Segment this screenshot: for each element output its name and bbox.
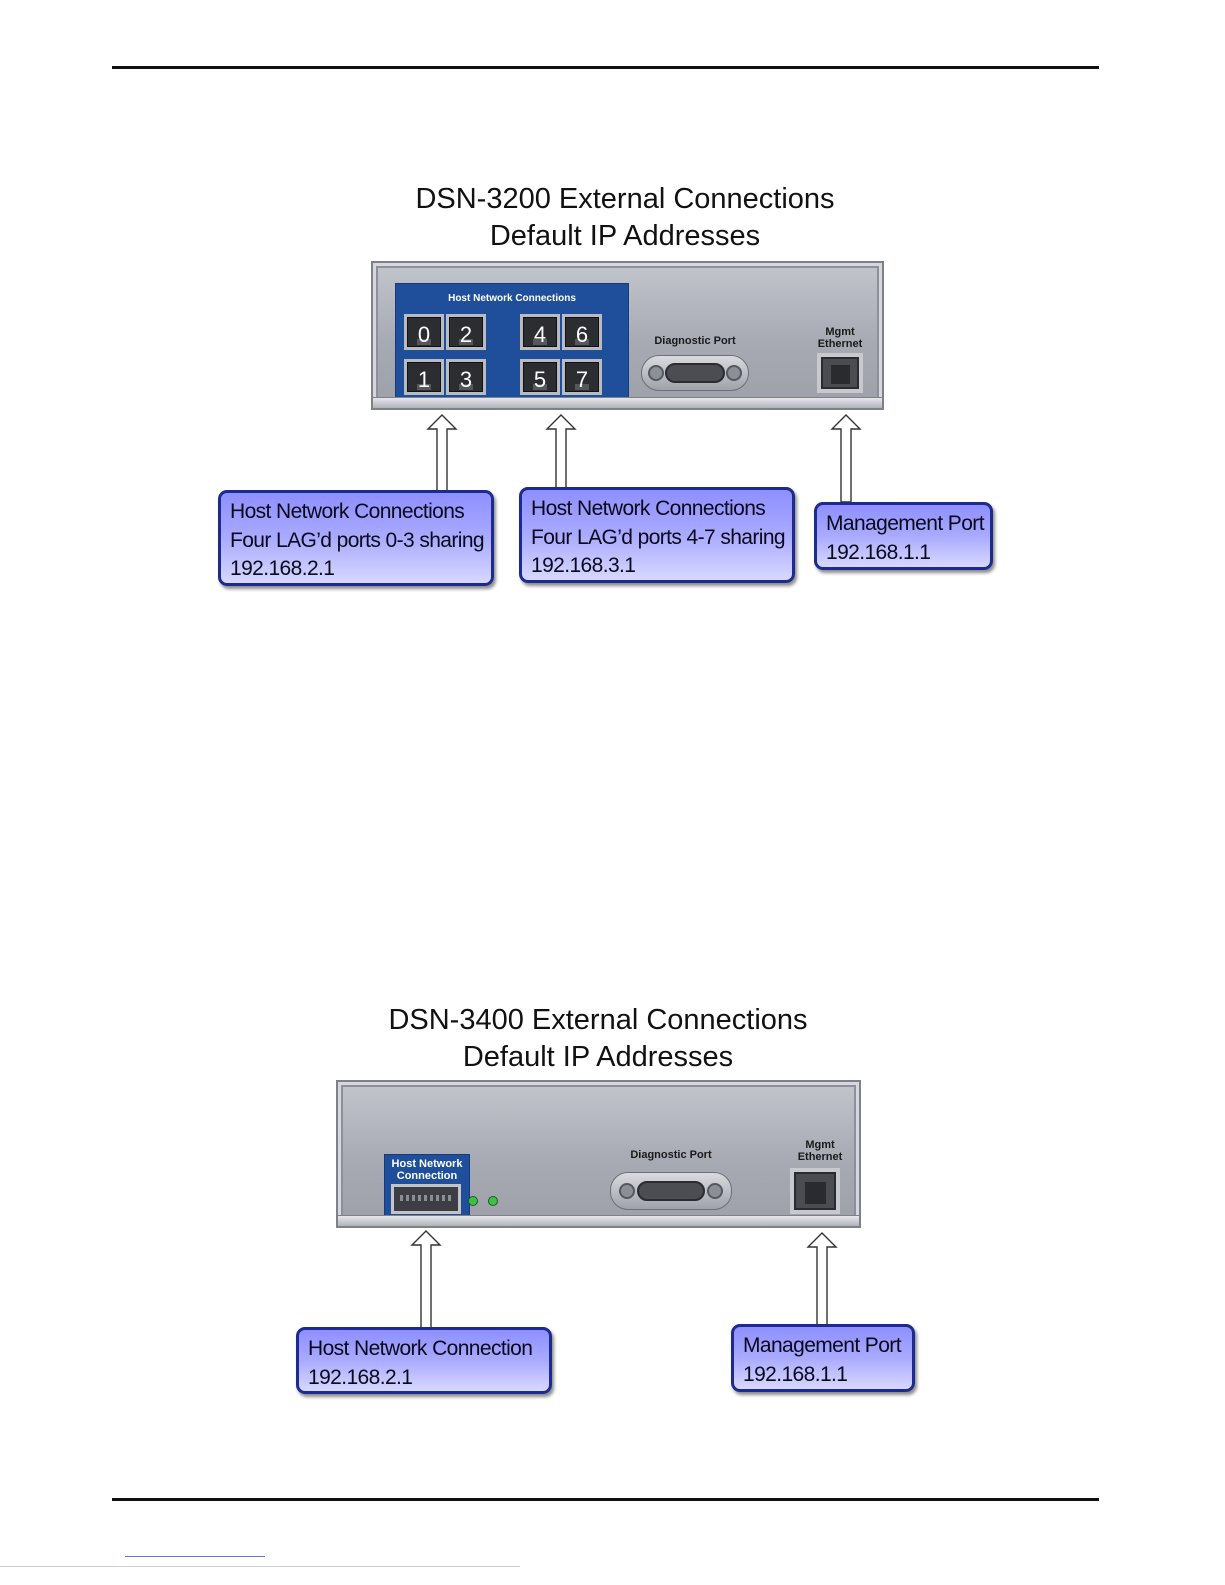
arrow-icon (426, 414, 458, 492)
callout-management-port: Management Port 192.168.1.1 (814, 502, 993, 570)
callout-host-network-connection: Host Network Connection 192.168.2.1 (296, 1327, 552, 1394)
arrow-icon (410, 1230, 442, 1329)
mgmt-ethernet-port (790, 1168, 840, 1214)
dsn3400-rear-panel: Host Network Connection Diagnostic Port … (336, 1080, 861, 1228)
host-network-connections-label: Host Network Connections (448, 293, 576, 304)
mgmt-label-line1: Mgmt (825, 326, 855, 338)
callout-line: 192.168.1.1 (826, 540, 931, 564)
ethernet-port-0: 0 (404, 314, 444, 350)
dsn3200-rear-panel: Host Network Connections 0 2 1 3 4 6 5 7… (371, 261, 884, 410)
port-number: 6 (575, 322, 589, 347)
callout-line: 192.168.3.1 (531, 554, 636, 577)
port-number: 2 (459, 322, 473, 347)
arrow-icon (830, 414, 862, 503)
sfp-port (391, 1184, 461, 1214)
panel-rail (373, 397, 882, 408)
callout-line: 192.168.2.1 (230, 557, 335, 580)
screw-icon (619, 1183, 635, 1199)
status-led-icon (488, 1196, 498, 1206)
port-number: 5 (533, 367, 547, 392)
arrow-icon (545, 414, 577, 489)
ethernet-port-2: 2 (446, 314, 486, 350)
callout-host-ports-0-3: Host Network Connections Four LAG’d port… (218, 490, 494, 586)
callout-line: Host Network Connections (230, 500, 465, 523)
host-label-line1: Host Network (391, 1158, 463, 1170)
mgmt-ethernet-label: Mgmt Ethernet (805, 326, 875, 350)
callout-line: 192.168.1.1 (743, 1362, 848, 1386)
status-led-icon (468, 1196, 478, 1206)
callout-management-port: Management Port 192.168.1.1 (731, 1324, 915, 1392)
ethernet-port-7: 7 (562, 359, 602, 395)
ethernet-port-3: 3 (446, 359, 486, 395)
dsn3200-title-line2: Default IP Addresses (489, 220, 761, 252)
dsn3400-title: DSN-3400 External Connections Default IP… (318, 1002, 878, 1076)
callout-line: Host Network Connections (531, 497, 766, 520)
bottom-rule (112, 1498, 1099, 1501)
serial-connector (665, 363, 725, 383)
top-rule (112, 66, 1099, 69)
port-number: 0 (417, 322, 431, 347)
port-number: 1 (417, 367, 431, 392)
screw-icon (648, 365, 664, 381)
callout-host-ports-4-7: Host Network Connections Four LAG’d port… (519, 487, 795, 583)
panel-rail (338, 1215, 859, 1226)
ethernet-port-6: 6 (562, 314, 602, 350)
screw-icon (726, 365, 742, 381)
diagnostic-serial-port (610, 1172, 732, 1210)
dsn3200-title: DSN-3200 External Connections Default IP… (355, 181, 895, 255)
dsn3400-title-line1: DSN-3400 External Connections (388, 1004, 808, 1036)
callout-line: Host Network Connection (308, 1337, 533, 1360)
callout-line: Four LAG’d ports 0-3 sharing (230, 528, 485, 552)
host-network-connection-block: Host Network Connection (384, 1154, 470, 1220)
ethernet-port-5: 5 (520, 359, 560, 395)
diagnostic-serial-port (641, 355, 749, 391)
port-number: 4 (533, 322, 547, 347)
dsn3400-title-line2: Default IP Addresses (462, 1041, 734, 1073)
host-label-line2: Connection (396, 1170, 458, 1182)
screw-icon (707, 1183, 723, 1199)
callout-line: Management Port (743, 1334, 902, 1357)
port-number: 7 (575, 367, 589, 392)
footer-divider (0, 1566, 520, 1567)
ethernet-port-1: 1 (404, 359, 444, 395)
mgmt-label-line2: Ethernet (797, 1151, 843, 1163)
dsn3200-title-line1: DSN-3200 External Connections (415, 183, 835, 215)
callout-line: Management Port (826, 512, 985, 535)
callout-line: Four LAG’d ports 4-7 sharing (531, 525, 786, 549)
mgmt-ethernet-label: Mgmt Ethernet (785, 1139, 855, 1163)
diagnostic-port-label: Diagnostic Port (654, 335, 736, 347)
host-network-connections-block: Host Network Connections 0 2 1 3 4 6 5 7 (395, 283, 629, 403)
mgmt-ethernet-port (817, 353, 863, 393)
host-network-connection-label: Host Network Connection (385, 1158, 469, 1182)
serial-connector (637, 1180, 705, 1202)
port-number: 3 (459, 367, 473, 392)
footer-link-underline (125, 1556, 265, 1557)
arrow-icon (806, 1232, 838, 1326)
mgmt-label-line2: Ethernet (817, 338, 863, 350)
callout-line: 192.168.2.1 (308, 1365, 413, 1389)
ethernet-port-4: 4 (520, 314, 560, 350)
mgmt-label-line1: Mgmt (805, 1139, 835, 1151)
diagnostic-port-label: Diagnostic Port (630, 1149, 712, 1161)
